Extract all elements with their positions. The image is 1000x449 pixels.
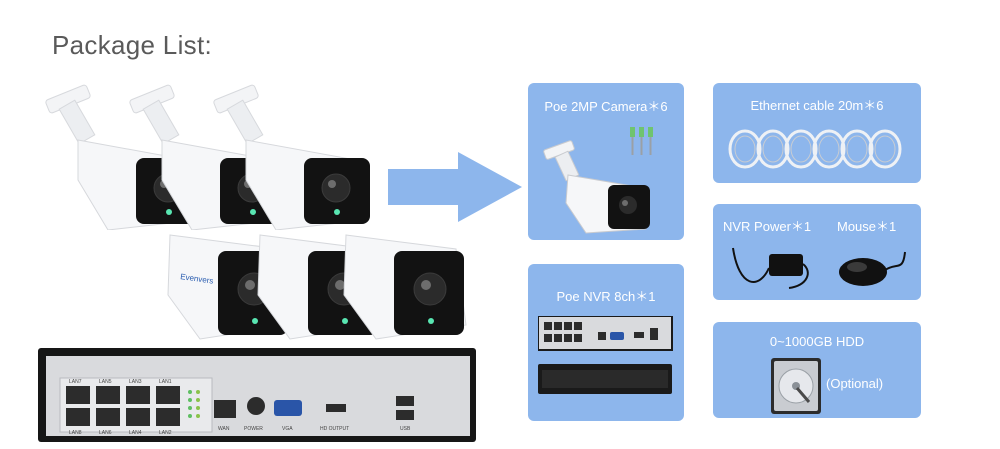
ethernet-card: Ethernet cable 20m＊6 [713, 83, 921, 183]
screw-anchor-icon [630, 127, 653, 155]
port-label: LAN7 [69, 379, 82, 385]
camera-image [206, 80, 381, 230]
hdd-card: 0~1000GB HDD [713, 322, 921, 418]
port-label: USB [400, 426, 411, 432]
port-label: LAN4 [129, 430, 142, 436]
nvr-card-label: Poe NVR 8ch＊1 [556, 289, 656, 304]
page-title: Package List: [52, 30, 212, 60]
hdd-optional-note: (Optional) [826, 376, 884, 391]
cable-icon [728, 129, 902, 169]
camera-card: Poe 2MP Camera＊6 [528, 83, 684, 240]
hard-drive-icon [771, 358, 821, 414]
port-label: POWER [244, 426, 263, 432]
power-adapter-icon [732, 247, 809, 289]
mouse-icon [839, 251, 906, 286]
mouse-label: Mouse＊1 [837, 219, 897, 234]
nvr-image: LAN7 LAN5 LAN3 LAN1 LAN8 LAN6 LAN4 LAN2 … [38, 348, 478, 449]
ethernet-card-label: Ethernet cable 20m＊6 [750, 98, 884, 113]
nvr-power-label: NVR Power＊1 [723, 219, 812, 234]
camera-card-label: Poe 2MP Camera＊6 [544, 99, 668, 114]
nvr-card: Poe NVR 8ch＊1 [528, 264, 684, 421]
camera-image [543, 127, 653, 234]
port-label: LAN3 [129, 379, 142, 385]
port-label: LAN6 [99, 430, 112, 436]
port-label: LAN2 [159, 430, 172, 436]
camera-image [336, 215, 476, 345]
arrow-right-icon [388, 152, 528, 227]
hdd-card-label: 0~1000GB HDD [769, 334, 865, 349]
port-label: LAN5 [99, 379, 112, 385]
port-label: LAN1 [159, 379, 172, 385]
nvr-image [538, 316, 673, 394]
port-label: HD OUTPUT [320, 426, 349, 432]
power-mouse-card: NVR Power＊1 Mouse＊1 [713, 204, 921, 300]
port-label: WAN [218, 426, 230, 432]
port-label: LAN8 [69, 430, 82, 436]
port-label: VGA [282, 426, 293, 432]
